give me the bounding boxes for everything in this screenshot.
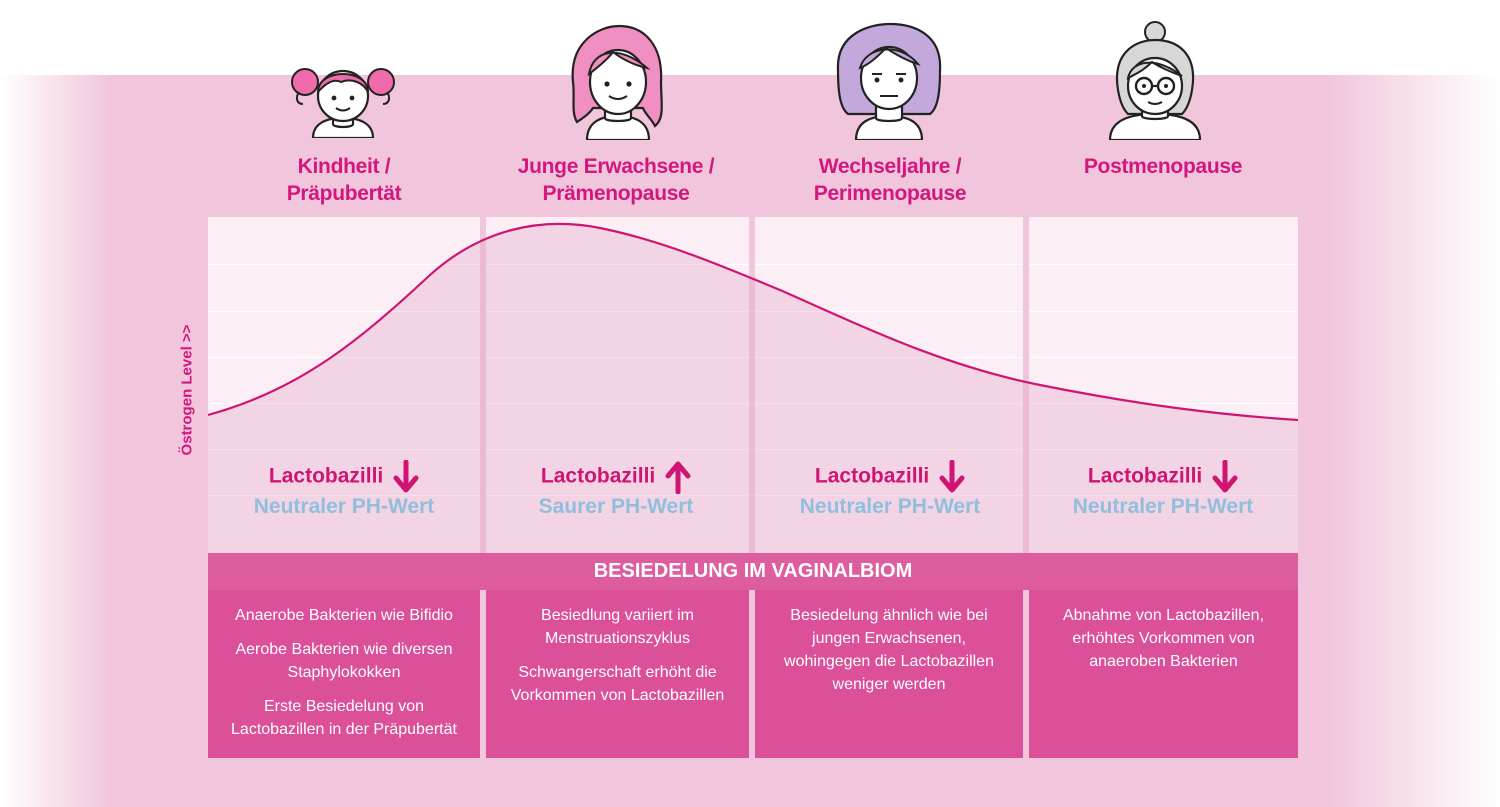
column-bg-3 [755, 217, 1023, 554]
lacto-indicator-3: Lactobazilli [765, 460, 1015, 494]
ph-value-2: Saurer PH-Wert [538, 495, 694, 518]
detail-text: Besiedlung variiert im Menstruationszykl… [541, 607, 694, 647]
ph-value-1: Neutraler PH-Wert [253, 495, 435, 518]
arrow-up-icon [665, 461, 691, 494]
stage-title-line1: Junge Erwachsene / [517, 155, 715, 178]
lacto-indicator-1: Lactobazilli [219, 460, 469, 494]
elderly-woman-avatar-icon [1108, 21, 1202, 140]
stage-title-line2: Perimenopause [813, 182, 967, 205]
stage-title-postmenopause: Postmenopause [1038, 153, 1288, 180]
estrogen-curve-fill [208, 223, 1298, 554]
column-separator [749, 217, 755, 758]
column-separator [1023, 217, 1029, 758]
detail-text: Schwangerschaft erhöht die Vorkommen von… [510, 664, 725, 704]
arrow-down-icon [1212, 460, 1238, 493]
column-separator [480, 217, 486, 758]
detail-text: Abnahme von Lactobazillen, erhöhtes Vork… [1062, 607, 1265, 670]
detail-box-kindheit: Anaerobe Bakterien wie Bifidio Aerobe Ba… [208, 590, 480, 758]
detail-box-postmenopause: Abnahme von Lactobazillen, erhöhtes Vork… [1029, 590, 1298, 758]
stage-title-line1: Wechseljahre / [818, 155, 962, 178]
arrow-down-icon [393, 460, 419, 493]
lacto-label: Lactobazilli [814, 464, 930, 488]
stage-title-line1: Postmenopause [1083, 155, 1243, 178]
y-axis-label: Östrogen Level >> [178, 324, 196, 456]
estrogen-curve-line [208, 222, 1298, 422]
stage-title-line2: Prämenopause [542, 182, 690, 205]
lacto-indicator-2: Lactobazilli [491, 460, 741, 494]
stage-title-kindheit: Kindheit / Präpubertät [219, 153, 469, 207]
section-header: BESIEDELUNG IM VAGINALBIOM [208, 553, 1298, 590]
detail-text: Besiedelung ähnlich wie bei jungen Erwac… [784, 607, 994, 693]
column-bg-2 [486, 217, 749, 554]
stage-title-line1: Kindheit / [297, 155, 391, 178]
stage-title-line2: Präpubertät [286, 182, 402, 205]
detail-text: Aerobe Bakterien wie diversen Staphyloko… [235, 641, 453, 681]
lacto-indicator-4: Lactobazilli [1038, 460, 1288, 494]
detail-text: Erste Besiedelung von Lactobazillen in d… [231, 698, 457, 738]
young-woman-avatar-icon [571, 24, 663, 140]
middle-aged-woman-avatar-icon [836, 22, 942, 140]
ph-value-3: Neutraler PH-Wert [799, 495, 981, 518]
girl-pigtails-avatar-icon [291, 68, 395, 138]
ph-value-4: Neutraler PH-Wert [1072, 495, 1254, 518]
stage-title-wechseljahre: Wechseljahre / Perimenopause [765, 153, 1015, 207]
lacto-label: Lactobazilli [1087, 464, 1203, 488]
lacto-label: Lactobazilli [268, 464, 384, 488]
detail-box-wechseljahre: Besiedelung ähnlich wie bei jungen Erwac… [755, 590, 1023, 758]
detail-box-junge-erwachsene: Besiedlung variiert im Menstruationszykl… [486, 590, 749, 758]
column-bg-1 [208, 217, 480, 554]
lacto-label: Lactobazilli [540, 464, 656, 488]
column-bg-4 [1029, 217, 1298, 554]
stage-title-junge-erwachsene: Junge Erwachsene / Prämenopause [491, 153, 741, 207]
arrow-down-icon [939, 460, 965, 493]
detail-text: Anaerobe Bakterien wie Bifidio [235, 607, 453, 624]
